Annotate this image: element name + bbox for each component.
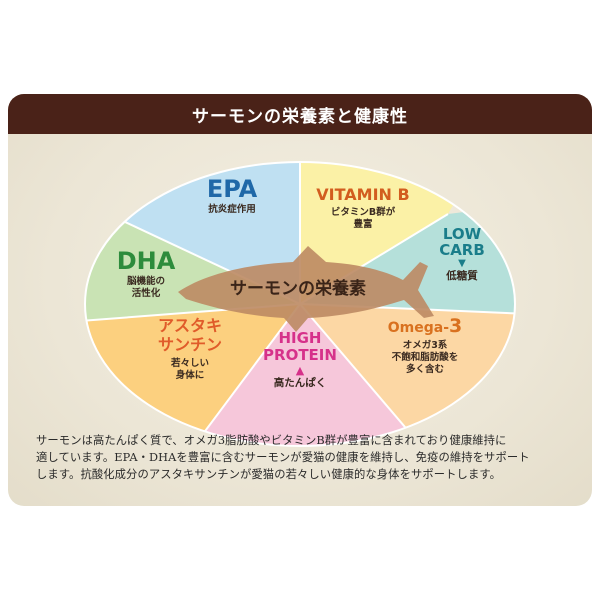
- high-protein-label-group: HIGH PROTEIN ▲ 高たんぱく: [242, 329, 358, 390]
- description: サーモンは高たんぱく質で、オメガ3脂肪酸やビタミンB群が豊富に含まれており健康維…: [36, 432, 564, 483]
- dha-sub-1: 脳機能の: [126, 276, 165, 287]
- high-protein-sub: 高たんぱく: [273, 377, 327, 389]
- vitamin-b-title: VITAMIN B: [316, 185, 410, 204]
- low-carb-sub: 低糖質: [446, 270, 478, 282]
- low-carb-title-2: CARB: [439, 241, 485, 259]
- segment-high-protein: [188, 304, 428, 446]
- low-carb-label-group: LOW CARB ▼ 低糖質: [426, 226, 498, 282]
- omega3-title-number: 3: [449, 315, 463, 337]
- vitamin-b-sub-2: 豊富: [353, 219, 373, 230]
- dha-label-group: DHA 脳機能の 活性化: [104, 248, 188, 300]
- astaxanthin-label-group: アスタキ サンチン 若々しい 身体に: [140, 316, 240, 382]
- description-line-1: サーモンは高たんぱく質で、オメガ3脂肪酸やビタミンB群が豊富に含まれており健康維…: [36, 434, 507, 447]
- nutrient-pie-diagram: サーモンの栄養素: [84, 161, 516, 447]
- omega3-label-group: Omega-3 オメガ3系 不飽和脂肪酸を 多く含む: [370, 316, 480, 376]
- nutrition-card: サーモンの栄養素と健康性: [8, 94, 592, 506]
- astaxanthin-title-1: アスタキ: [157, 316, 222, 335]
- high-protein-title-1: HIGH: [278, 329, 322, 347]
- omega3-title: Omega-3: [370, 316, 480, 338]
- omega3-sub-1: オメガ3系: [402, 340, 448, 351]
- center-label: サーモンの栄養素: [230, 278, 366, 299]
- high-protein-title-2: PROTEIN: [263, 346, 337, 364]
- omega3-title-text: Omega-: [387, 320, 450, 336]
- low-carb-title-1: LOW: [442, 225, 482, 243]
- dha-sub-2: 活性化: [131, 288, 161, 299]
- astaxanthin-sub-2: 身体に: [175, 370, 205, 381]
- vitamin-b-sub-1: ビタミンB群が: [330, 207, 396, 218]
- up-arrow-icon: ▲: [295, 364, 305, 377]
- banner-title: サーモンの栄養素と健康性: [192, 106, 408, 127]
- description-line-3: します。抗酸化成分のアスタキサンチンが愛猫の若々しい健康的な身体をサポートします…: [36, 468, 502, 481]
- vitamin-b-label-group: VITAMIN B ビタミンB群が 豊富: [308, 186, 418, 231]
- banner: サーモンの栄養素と健康性: [8, 94, 592, 134]
- dha-title: DHA: [116, 247, 176, 275]
- omega3-sub-3: 多く含む: [405, 364, 444, 375]
- epa-title: EPA: [206, 175, 258, 203]
- down-arrow-icon: ▼: [458, 258, 466, 269]
- astaxanthin-title-2: サンチン: [157, 335, 222, 354]
- omega3-sub-2: 不飽和脂肪酸を: [391, 352, 459, 363]
- astaxanthin-sub-1: 若々しい: [170, 358, 209, 369]
- epa-sub: 抗炎症作用: [208, 204, 256, 215]
- salmon-fish-icon: [178, 246, 434, 332]
- description-line-2: 適しています。EPA・DHAを豊富に含むサーモンが愛猫の健康を維持し、免疫の維持…: [36, 451, 530, 464]
- epa-label-group: EPA 抗炎症作用: [182, 176, 282, 216]
